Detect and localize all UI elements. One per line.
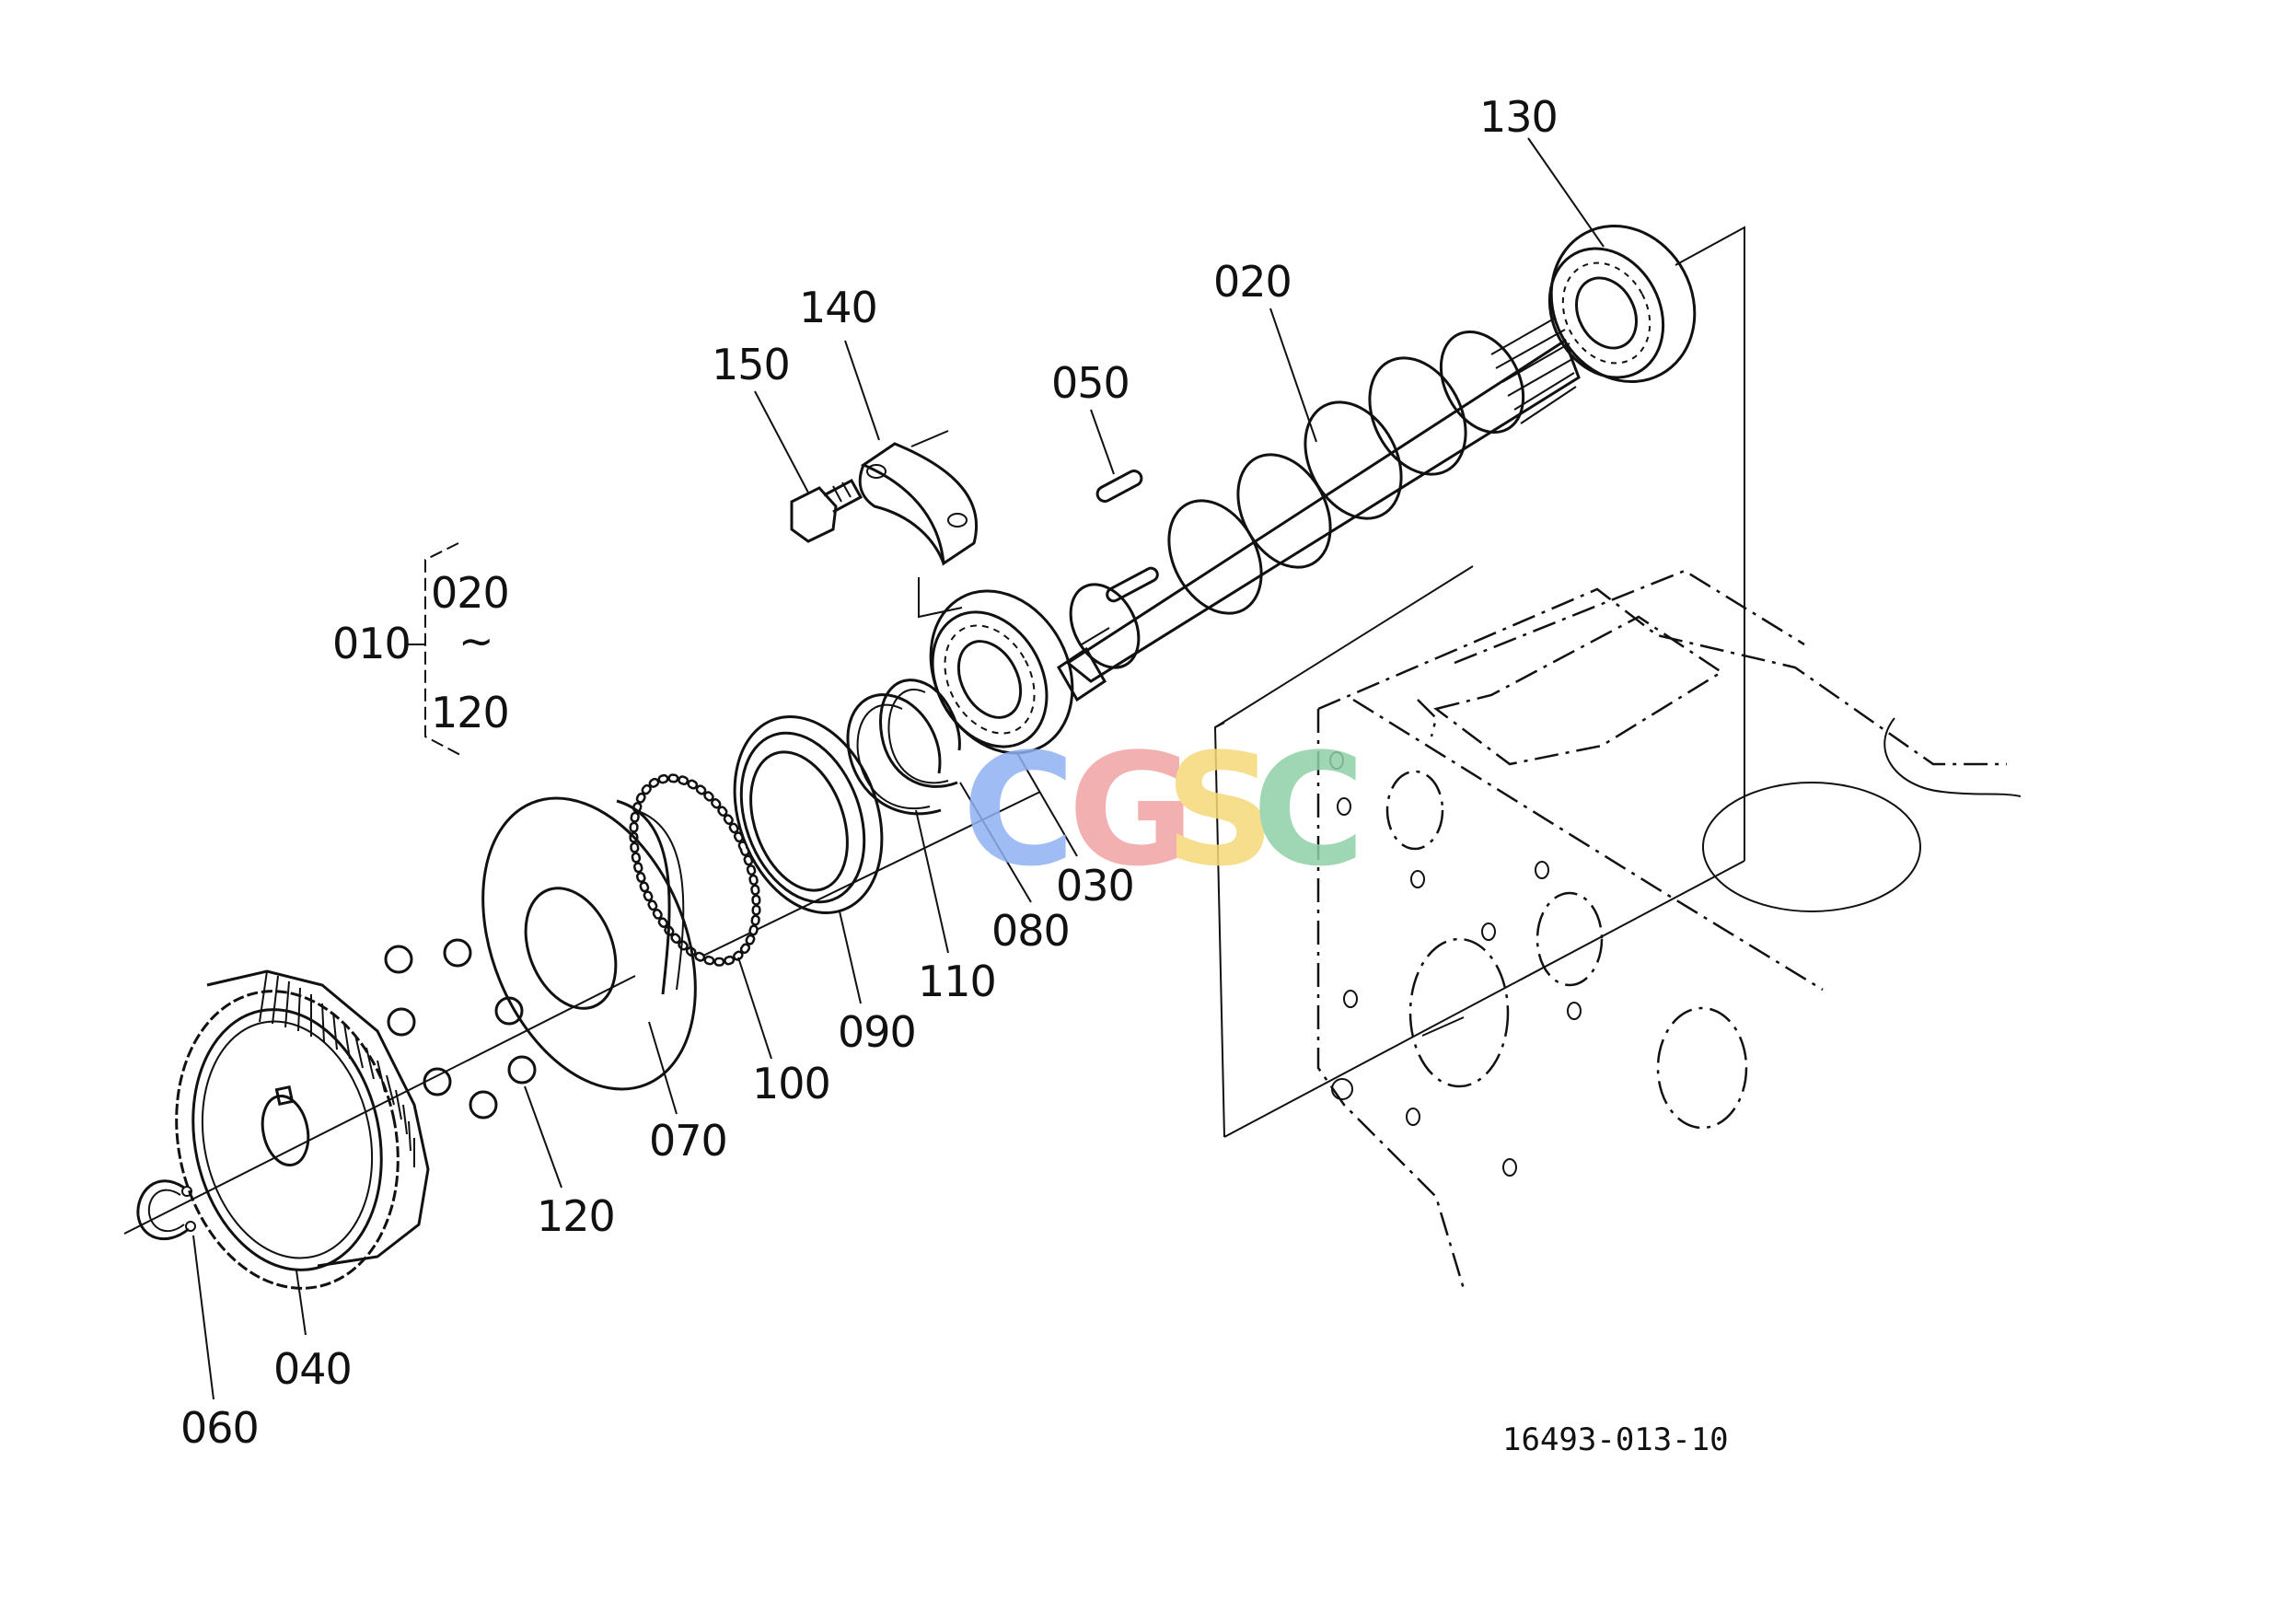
balls-120 bbox=[384, 938, 537, 1119]
plate-070 bbox=[481, 796, 697, 1091]
snap-ring-110 bbox=[846, 693, 942, 816]
callout-080: 080 bbox=[991, 906, 1070, 956]
bolt-150 bbox=[790, 478, 863, 543]
group-parent-label: 010 bbox=[332, 619, 411, 668]
ball-ring-100 bbox=[629, 773, 761, 967]
leader-lines bbox=[192, 137, 1605, 1400]
watermark: C G S C bbox=[962, 720, 1365, 900]
callout-110: 110 bbox=[918, 957, 996, 1006]
shaft-splines bbox=[1490, 317, 1577, 424]
callout-020: 020 bbox=[1213, 257, 1292, 307]
group-from-label: 020 bbox=[431, 568, 509, 618]
callout-130: 130 bbox=[1479, 92, 1558, 142]
retainer-140 bbox=[858, 442, 979, 566]
gear-040 bbox=[175, 969, 430, 1290]
callout-100: 100 bbox=[752, 1059, 830, 1108]
callout-060: 060 bbox=[180, 1403, 259, 1453]
callout-030: 030 bbox=[1056, 861, 1134, 911]
callout-150: 150 bbox=[712, 340, 790, 389]
shaft-020 bbox=[1057, 317, 1581, 702]
callout-090: 090 bbox=[838, 1007, 916, 1057]
callout-labels: 130 020 140 150 050 030 080 110 090 100 … bbox=[180, 92, 1559, 1453]
drawing-number: 16493-013-10 bbox=[1502, 1421, 1729, 1458]
callout-050: 050 bbox=[1051, 358, 1130, 408]
bearing-130 bbox=[1547, 224, 1697, 384]
watermark-letter-c2: C bbox=[1252, 720, 1365, 900]
watermark-letter-c1: C bbox=[962, 720, 1075, 900]
group-to-label: 120 bbox=[431, 688, 509, 737]
callout-140: 140 bbox=[799, 283, 877, 332]
callout-070: 070 bbox=[649, 1116, 727, 1166]
watermark-letter-s: S bbox=[1165, 720, 1276, 900]
circlip-060 bbox=[136, 1179, 196, 1241]
assembly-axis bbox=[123, 226, 1745, 1235]
group-bracket-010: 010 020 ~ 120 bbox=[332, 542, 510, 756]
callout-040: 040 bbox=[273, 1344, 352, 1394]
key-050 bbox=[1095, 470, 1143, 503]
housing bbox=[1316, 569, 2022, 1290]
watermark-letter-g: G bbox=[1068, 720, 1195, 900]
group-tilde: ~ bbox=[458, 616, 493, 666]
housing-bolt-holes bbox=[1329, 751, 1582, 1177]
gear-teeth bbox=[259, 970, 415, 1167]
callout-120: 120 bbox=[537, 1191, 615, 1241]
bearing-030 bbox=[929, 589, 1074, 755]
collar-090 bbox=[733, 714, 884, 915]
